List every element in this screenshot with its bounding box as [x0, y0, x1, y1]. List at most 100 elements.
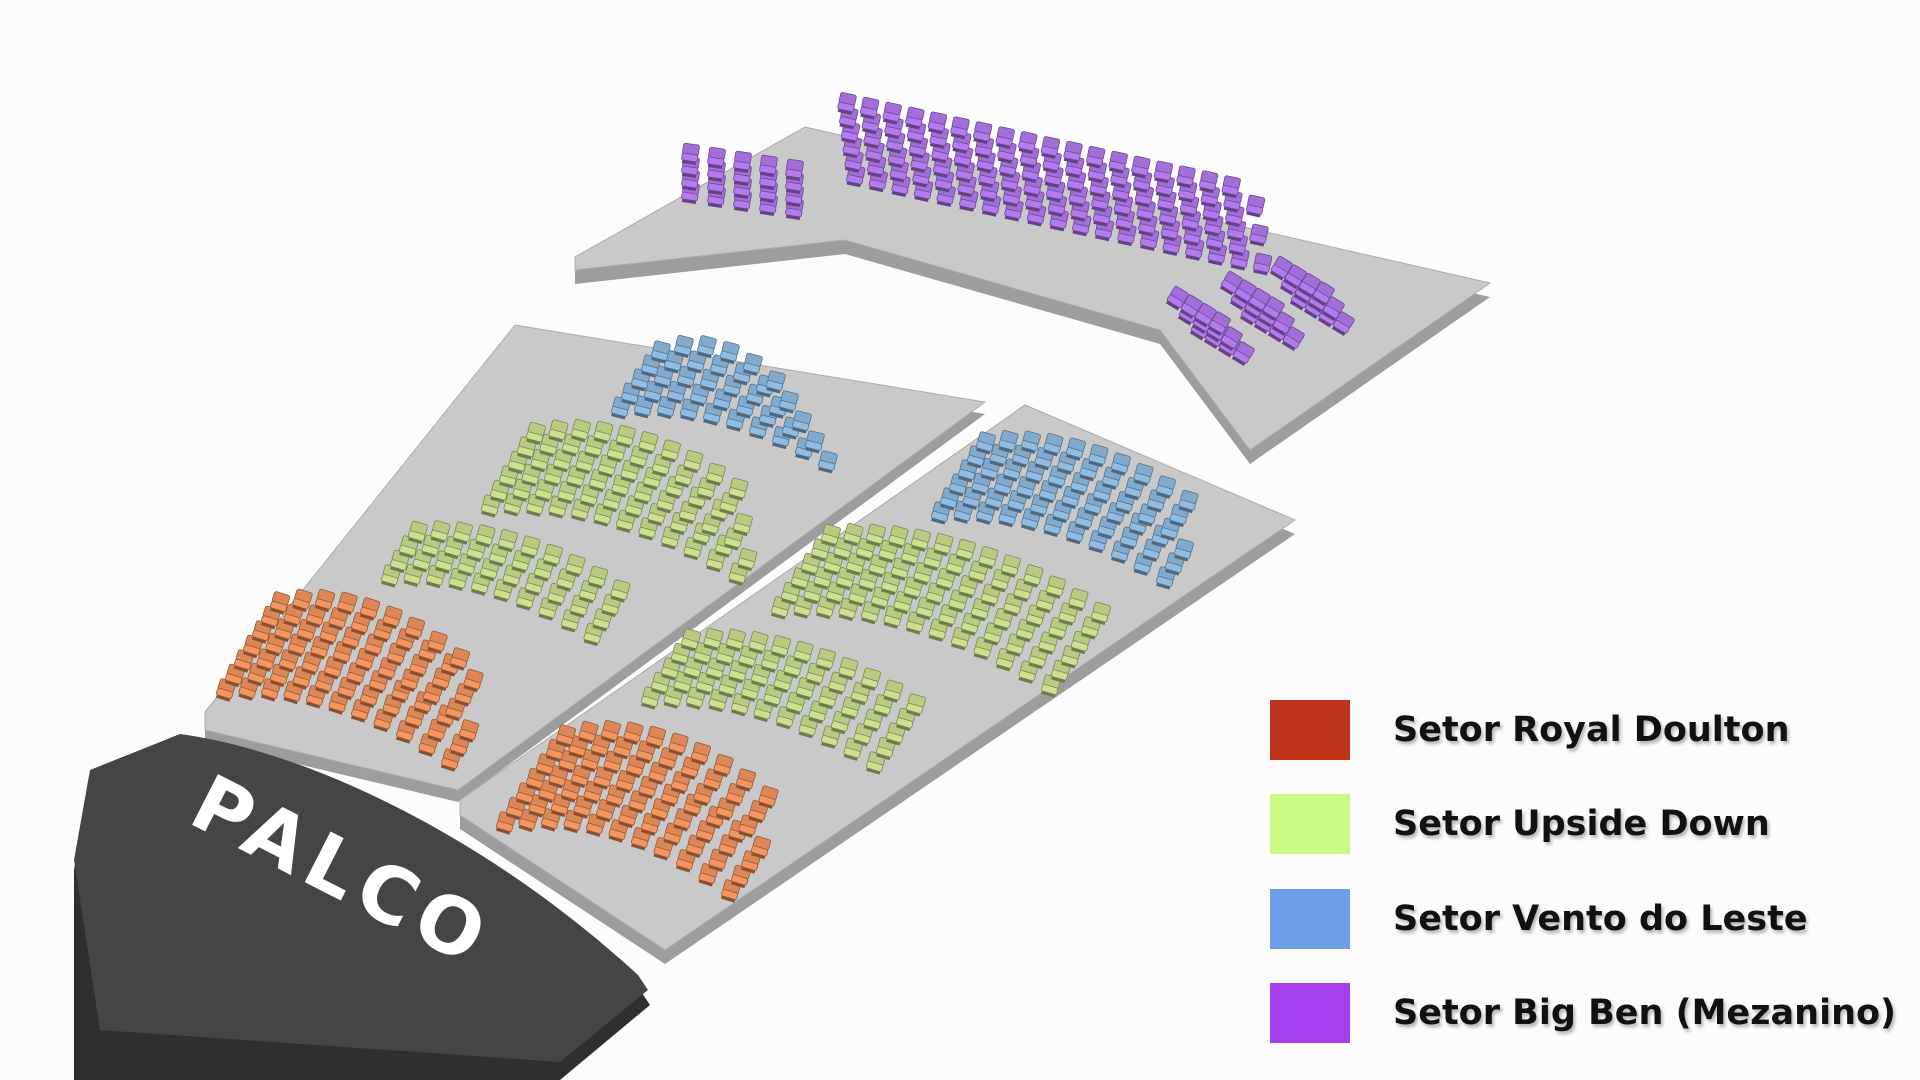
seat-vento-do-leste[interactable]: [1043, 433, 1064, 457]
seat-upside-down[interactable]: [728, 477, 749, 502]
seat-royal-doulton[interactable]: [372, 619, 394, 643]
seat-vento-do-leste[interactable]: [998, 429, 1019, 454]
seat-upside-down[interactable]: [737, 548, 758, 572]
seat-vento-do-leste[interactable]: [610, 396, 631, 420]
seat-royal-doulton[interactable]: [690, 741, 712, 766]
legend-item-big-ben[interactable]: Setor Big Ben (Mezanino): [1270, 983, 1896, 1043]
seat-vento-do-leste[interactable]: [1079, 458, 1100, 482]
seat-big-ben[interactable]: [837, 92, 857, 115]
seat-big-ben[interactable]: [1018, 131, 1038, 154]
seat-upside-down[interactable]: [793, 640, 814, 665]
seat-vento-do-leste[interactable]: [791, 410, 812, 434]
seat-vento-do-leste[interactable]: [930, 501, 951, 525]
seat-royal-doulton[interactable]: [359, 597, 381, 621]
seat-upside-down[interactable]: [833, 537, 854, 561]
seat-big-ben[interactable]: [905, 106, 925, 130]
seat-big-ben[interactable]: [1331, 311, 1355, 336]
seat-big-ben[interactable]: [1271, 311, 1295, 336]
seat-big-ben[interactable]: [681, 142, 700, 165]
seat-royal-doulton[interactable]: [685, 834, 707, 858]
seat-vento-do-leste[interactable]: [1047, 465, 1068, 489]
seat-big-ben[interactable]: [1231, 341, 1255, 366]
seat-vento-do-leste[interactable]: [1155, 475, 1176, 499]
seat-upside-down[interactable]: [683, 450, 704, 474]
seat-upside-down[interactable]: [978, 546, 999, 570]
seat-upside-down[interactable]: [533, 558, 554, 582]
seat-vento-do-leste[interactable]: [650, 340, 671, 364]
seat-upside-down[interactable]: [838, 657, 859, 681]
seat-upside-down[interactable]: [1045, 575, 1066, 599]
seat-big-ben[interactable]: [707, 146, 726, 169]
seat-big-ben[interactable]: [759, 154, 778, 177]
seat-big-ben[interactable]: [882, 101, 902, 125]
seat-royal-doulton[interactable]: [462, 668, 484, 693]
seat-royal-doulton[interactable]: [735, 768, 757, 792]
seat-upside-down[interactable]: [955, 538, 976, 563]
seat-upside-down[interactable]: [863, 708, 884, 733]
seat-vento-do-leste[interactable]: [1065, 437, 1086, 461]
seat-big-ben[interactable]: [972, 121, 993, 145]
seat-vento-do-leste[interactable]: [699, 368, 720, 392]
seat-vento-do-leste[interactable]: [817, 450, 838, 474]
seat-upside-down[interactable]: [525, 421, 546, 446]
seat-vento-do-leste[interactable]: [725, 408, 746, 432]
seat-upside-down[interactable]: [905, 693, 926, 717]
seat-big-ben[interactable]: [1261, 296, 1285, 321]
seat-big-ben[interactable]: [1165, 285, 1189, 311]
seat-royal-doulton[interactable]: [377, 657, 399, 681]
seat-vento-do-leste[interactable]: [742, 352, 763, 377]
seat-big-ben[interactable]: [1108, 150, 1128, 174]
seat-royal-doulton[interactable]: [535, 753, 557, 777]
seat-vento-do-leste[interactable]: [1065, 521, 1086, 545]
seat-big-ben[interactable]: [1249, 223, 1269, 247]
seat-upside-down[interactable]: [475, 524, 496, 548]
seat-big-ben[interactable]: [1176, 165, 1196, 189]
seat-upside-down[interactable]: [565, 553, 586, 578]
seat-royal-doulton[interactable]: [449, 647, 471, 671]
seat-upside-down[interactable]: [542, 543, 563, 568]
seat-upside-down[interactable]: [725, 628, 746, 652]
seat-upside-down[interactable]: [983, 622, 1004, 646]
seat-big-ben[interactable]: [1283, 264, 1307, 289]
seat-vento-do-leste[interactable]: [1029, 494, 1050, 518]
legend-item-upside-down[interactable]: Setor Upside Down: [1270, 794, 1890, 854]
seat-big-ben[interactable]: [1063, 140, 1083, 164]
seat-upside-down[interactable]: [750, 664, 771, 688]
seat-big-ben[interactable]: [1311, 281, 1335, 306]
seat-upside-down[interactable]: [570, 419, 591, 443]
seat-upside-down[interactable]: [732, 512, 753, 537]
seat-upside-down[interactable]: [883, 679, 904, 704]
seat-upside-down[interactable]: [705, 462, 726, 487]
seat-upside-down[interactable]: [865, 523, 886, 547]
seat-royal-doulton[interactable]: [590, 734, 612, 758]
seat-upside-down[interactable]: [808, 700, 829, 724]
seat-royal-doulton[interactable]: [578, 720, 599, 745]
seat-royal-doulton[interactable]: [695, 820, 717, 844]
seat-vento-do-leste[interactable]: [1169, 503, 1190, 528]
seat-vento-do-leste[interactable]: [975, 431, 996, 455]
seat-upside-down[interactable]: [813, 566, 834, 590]
seat-big-ben[interactable]: [859, 96, 880, 120]
seat-big-ben[interactable]: [1245, 194, 1266, 218]
seat-big-ben[interactable]: [1281, 326, 1305, 351]
seat-upside-down[interactable]: [815, 648, 836, 672]
seat-royal-doulton[interactable]: [668, 732, 689, 756]
seat-vento-do-leste[interactable]: [765, 370, 786, 394]
seat-vento-do-leste[interactable]: [1110, 452, 1131, 476]
seat-vento-do-leste[interactable]: [1088, 444, 1109, 468]
seat-upside-down[interactable]: [556, 568, 577, 592]
seat-upside-down[interactable]: [1023, 564, 1044, 588]
seat-upside-down[interactable]: [587, 565, 608, 590]
seat-upside-down[interactable]: [611, 474, 632, 498]
seat-vento-do-leste[interactable]: [1133, 463, 1154, 487]
seat-big-ben[interactable]: [1252, 252, 1273, 276]
seat-royal-doulton[interactable]: [713, 753, 734, 778]
seat-royal-doulton[interactable]: [381, 605, 403, 630]
seat-vento-do-leste[interactable]: [778, 390, 799, 414]
seat-upside-down[interactable]: [910, 528, 931, 552]
seat-vento-do-leste[interactable]: [1173, 538, 1194, 562]
seat-royal-doulton[interactable]: [555, 724, 577, 748]
seat-upside-down[interactable]: [1058, 602, 1079, 626]
seat-big-ben[interactable]: [927, 111, 948, 135]
seat-royal-doulton[interactable]: [323, 656, 345, 680]
